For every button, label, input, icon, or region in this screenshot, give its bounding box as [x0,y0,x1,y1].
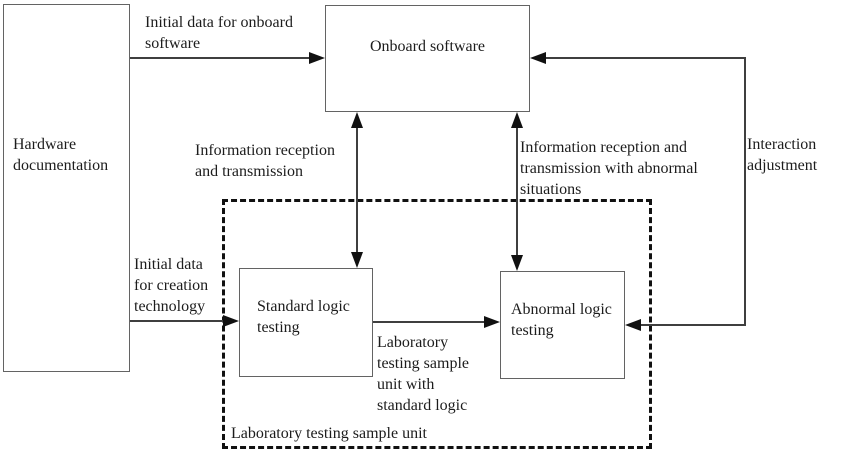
standard-logic-testing-label: Standard logic testing [257,298,350,336]
hardware-documentation-label: Hardware documentation [13,136,109,174]
edge-label-initial-creation: Initial data for creation technology [134,256,209,315]
arrowhead-into-standard-top [351,252,363,268]
arrowhead-into-abnormal-top [511,255,523,271]
edge-label-lab-sample-standard: Laboratory testing sample unit with stan… [377,334,469,414]
abnormal-logic-testing-box: Abnormal logic testing [500,271,625,379]
onboard-software-box: Onboard software [325,5,530,112]
edge-interaction-top-line [546,57,746,59]
edge-initial-onboard-line [130,57,311,59]
arrowhead-into-abnormal-right [625,319,641,331]
arrowhead-into-abnormal-left [484,316,500,328]
arrowhead-into-onboard-bottom-left [351,112,363,128]
onboard-software-label: Onboard software [369,38,486,55]
edge-info-reception-line [356,118,358,256]
edge-info-reception-abnormal-line [516,118,518,261]
laboratory-container-label: Laboratory testing sample unit [231,425,427,442]
edge-label-info-reception-abnormal: Information reception and transmission w… [520,139,698,198]
standard-logic-testing-box: Standard logic testing [239,268,373,377]
edge-lab-sample-line [373,321,484,323]
edge-label-initial-onboard: Initial data for onboard software [145,14,293,52]
hardware-documentation-box: Hardware documentation [3,4,130,372]
edge-label-interaction-adjustment: Interaction adjustment [747,136,818,174]
arrowhead-into-standard-left [223,315,239,327]
edge-interaction-bottom-line [641,324,746,326]
edge-interaction-vertical-line [744,57,746,326]
edge-initial-creation-line [130,320,223,322]
arrowhead-into-onboard-right [530,52,546,64]
arrowhead-into-onboard-bottom-right [511,112,523,128]
arrowhead-into-onboard-left [309,52,325,64]
abnormal-logic-testing-label: Abnormal logic testing [511,301,612,339]
edge-label-info-reception: Information reception and transmission [195,142,335,180]
